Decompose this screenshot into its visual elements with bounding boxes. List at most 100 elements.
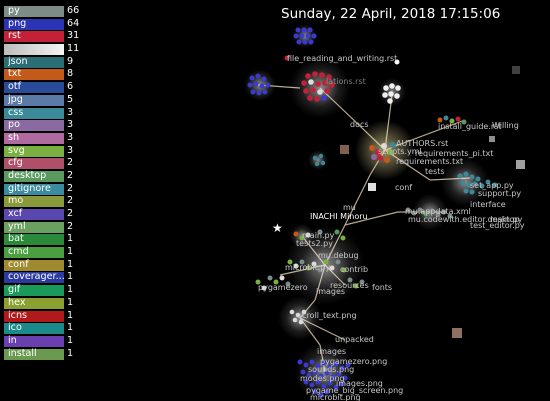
svg-text:interface: interface [470,200,506,209]
legend-count: 3 [67,131,74,143]
legend-swatch [4,56,64,68]
user-avatar-icon [489,136,495,142]
svg-text:mu.debug: mu.debug [318,251,359,260]
svg-text:images.png: images.png [336,379,383,388]
legend-swatch [4,94,64,106]
svg-text:sounds.png: sounds.png [308,365,354,374]
legend-count: 2 [67,157,74,169]
legend-swatch [4,120,64,132]
legend-row: 11 [4,43,79,56]
legend-label: otf [8,81,22,93]
cluster-bottom-mid [289,309,307,325]
legend-row: svg 3 [4,145,79,158]
legend-swatch [4,209,64,220]
svg-text:tests: tests [425,167,445,176]
legend-swatch [4,297,64,309]
legend-count: 31 [67,30,80,42]
legend-label: coverager... [8,271,64,283]
legend-count: 1 [67,347,74,359]
legend-label: install [8,347,37,359]
svg-text:docs: docs [350,120,369,129]
svg-text:support.py: support.py [478,189,521,198]
svg-text:microbit.py: microbit.py [285,263,330,272]
legend-swatch [4,323,64,335]
svg-text:file_reading_and_writing.rst: file_reading_and_writing.rst [287,54,397,63]
legend-swatch [4,82,64,94]
legend-count: 2 [67,220,74,232]
legend-label: mo [8,195,24,207]
legend-count: 3 [67,144,74,156]
legend-swatch [4,196,64,208]
svg-text:AUTHORS.rst: AUTHORS.rst [396,139,448,148]
svg-text:lations.rst: lations.rst [326,77,366,86]
legend-count: 2 [67,182,74,194]
cluster-big-center [255,259,365,291]
svg-text:images: images [316,287,345,296]
legend-swatch [4,31,64,43]
legend-swatch [4,6,64,17]
legend-swatch [4,145,64,157]
legend-swatch [4,107,64,119]
cluster-top [293,27,317,45]
cluster-small-left [312,153,326,167]
legend-label: desktop [8,169,47,181]
svg-text:unpacked: unpacked [335,335,374,344]
legend-label: py [8,5,20,16]
legend-label: ico [8,322,22,334]
legend-label: svg [8,144,25,156]
legend-row: install 1 [4,348,79,361]
svg-text:microbit.png: microbit.png [310,393,361,401]
cluster-right-top [437,115,467,125]
cluster-center-low [293,229,346,241]
legend-row: yml 2 [4,221,79,234]
user-avatar-icon [452,328,462,338]
legend-count: 1 [67,334,74,346]
graph-glows [244,24,489,401]
legend-count: 9 [67,55,74,67]
cluster-center [369,142,396,163]
svg-text:tests2.py: tests2.py [296,239,333,248]
user-avatar-icon [516,160,525,169]
legend-label: hex [8,296,26,308]
svg-text:scroll_text.png: scroll_text.png [298,311,357,320]
legend-label: cfg [8,157,23,169]
legend-label: json [8,55,28,67]
legend-label: icns [8,309,28,321]
star-icon: ★ [272,221,283,235]
cluster-rst [301,71,335,102]
legend-count: 3 [67,119,74,131]
legend-label: rst [8,30,21,42]
legend-count: 64 [67,17,80,29]
legend-row: json 9 [4,56,79,69]
legend-label: jpg [8,93,23,105]
legend-count: 8 [67,68,74,80]
svg-text:set_app.py: set_app.py [470,181,514,190]
legend-swatch [4,69,64,81]
legend-count: 3 [67,106,74,118]
legend-count: 2 [67,208,74,219]
svg-text:install_guide.rst: install_guide.rst [438,122,501,131]
legend-label: txt [8,68,22,80]
legend-row: cfg 2 [4,157,79,170]
legend-count: 1 [67,258,74,270]
svg-text:scripts.yml: scripts.yml [378,147,422,156]
legend-label: yml [8,220,26,232]
legend-label: po [8,119,20,131]
legend-count: 1 [67,284,74,296]
legend-swatch [4,44,64,56]
cluster-mid-right [405,207,453,219]
legend-count: 6 [67,81,74,93]
svg-text:main.py: main.py [302,231,335,240]
svg-text:mu: mu [343,203,356,212]
